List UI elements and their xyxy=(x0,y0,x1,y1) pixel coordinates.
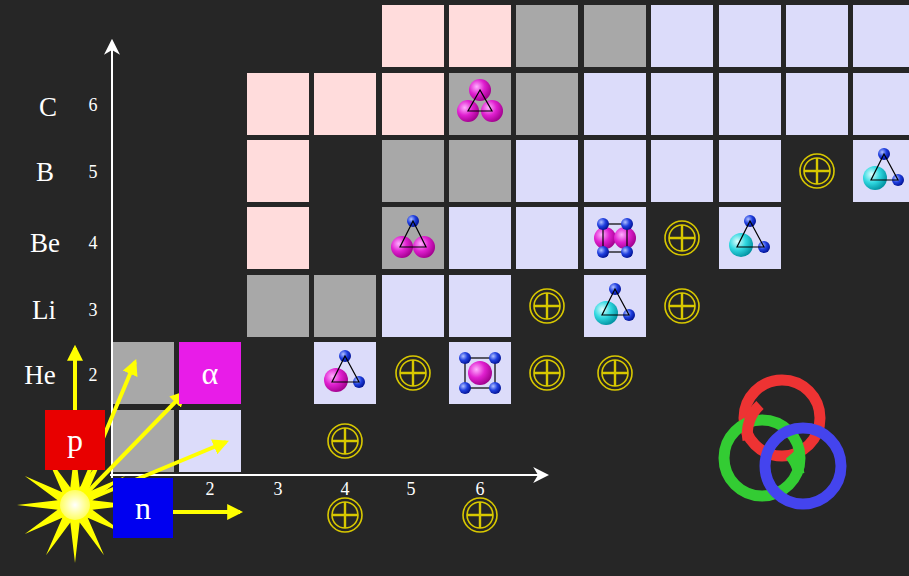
proton-box: p xyxy=(45,410,105,470)
particle-symbol: α xyxy=(202,357,219,389)
nuclide-cell xyxy=(314,73,376,135)
nuclide-cell xyxy=(853,140,909,202)
element-symbol: B xyxy=(36,159,54,186)
unbound-symbol xyxy=(328,498,362,532)
nuclide-cell xyxy=(719,5,781,67)
nuclide-cell xyxy=(584,207,646,269)
nuclide-cell xyxy=(382,207,444,269)
neutron-number: 3 xyxy=(274,480,283,498)
proton-number: 2 xyxy=(89,366,98,384)
alpha-box: α xyxy=(179,342,241,404)
nuclide-cell xyxy=(516,73,578,135)
nuclide-cell xyxy=(314,342,376,404)
element-symbol: Be xyxy=(30,230,60,257)
nuclide-cell xyxy=(651,5,713,67)
nuclide-cell xyxy=(449,207,511,269)
nuclide-cell xyxy=(853,5,909,67)
unbound-symbol xyxy=(598,356,632,390)
borromean-ring xyxy=(744,380,820,456)
halo-icon xyxy=(594,283,635,325)
nuclide-cell xyxy=(584,140,646,202)
unbound-symbol xyxy=(800,154,834,188)
element-symbol: C xyxy=(39,94,57,121)
nuclide-cell xyxy=(786,5,848,67)
nuclide-cell xyxy=(382,275,444,337)
nuclide-cell xyxy=(584,5,646,67)
unbound-symbol xyxy=(530,356,564,390)
particle-symbol: n xyxy=(135,492,151,524)
nuclide-cell xyxy=(247,73,309,135)
unbound-symbol xyxy=(665,221,699,255)
unbound-symbol xyxy=(665,289,699,323)
nuclide-cell xyxy=(382,5,444,67)
unbound-symbol xyxy=(530,289,564,323)
cluster-icon xyxy=(457,79,503,122)
nuclide-cell xyxy=(719,207,781,269)
nuclide-cell xyxy=(449,342,511,404)
halo-icon xyxy=(729,215,770,257)
nuclide-cell xyxy=(584,275,646,337)
cluster-icon xyxy=(391,215,435,258)
nuclide-cell xyxy=(786,73,848,135)
neutron-number: 5 xyxy=(407,480,416,498)
nuclide-cell xyxy=(449,5,511,67)
nuclide-cell xyxy=(449,73,511,135)
halo-icon xyxy=(459,352,501,394)
nuclide-cell xyxy=(382,140,444,202)
nuclide-cell xyxy=(247,275,309,337)
n-axis xyxy=(110,474,546,476)
halo-icon xyxy=(324,350,365,392)
borromean-ring xyxy=(790,455,799,474)
element-symbol: Li xyxy=(32,297,56,324)
nuclide-cell xyxy=(584,73,646,135)
nuclide-cell xyxy=(516,5,578,67)
cluster-icon xyxy=(594,218,636,258)
nuclide-cell xyxy=(382,73,444,135)
nuclide-cell xyxy=(516,207,578,269)
element-symbol: He xyxy=(24,362,55,389)
proton-number: 6 xyxy=(89,96,98,114)
nuclide-cell xyxy=(853,73,909,135)
proton-number: 5 xyxy=(89,163,98,181)
nuclide-cell xyxy=(112,410,174,472)
nuclide-cell xyxy=(651,140,713,202)
halo-icon xyxy=(863,148,904,190)
nuclide-cell xyxy=(449,140,511,202)
proton-number: 4 xyxy=(89,234,98,252)
nuclide-cell xyxy=(651,73,713,135)
borromean-ring xyxy=(747,405,760,440)
nuclide-cell xyxy=(179,410,241,472)
unbound-symbol xyxy=(463,498,497,532)
neutron-number: 2 xyxy=(206,480,215,498)
neutron-number: 4 xyxy=(341,480,350,498)
nuclide-cell xyxy=(314,275,376,337)
unbound-symbol xyxy=(328,424,362,458)
nuclide-cell xyxy=(247,207,309,269)
proton-number: 3 xyxy=(89,301,98,319)
neutron-number: 6 xyxy=(476,480,485,498)
nuclide-cell xyxy=(247,140,309,202)
unbound-symbol xyxy=(396,356,430,390)
nuclide-cell xyxy=(449,275,511,337)
nuclide-cell xyxy=(516,140,578,202)
collision-burst xyxy=(60,490,90,520)
neutron-box: n xyxy=(113,478,173,538)
borromean-ring xyxy=(765,428,841,504)
nuclide-cell xyxy=(719,140,781,202)
particle-symbol: p xyxy=(67,424,83,456)
nuclide-cell xyxy=(719,73,781,135)
